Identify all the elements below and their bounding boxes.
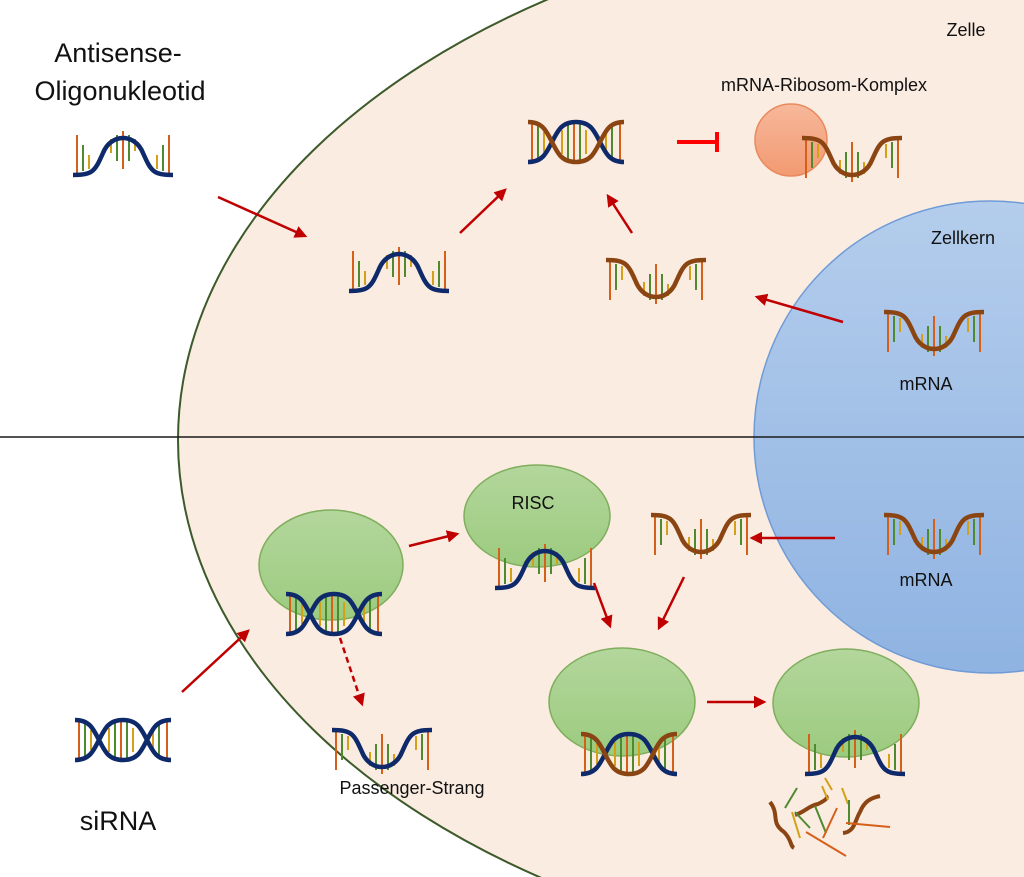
antisense-title-line2: Oligonukleotid — [34, 76, 205, 106]
ribosome — [754, 103, 828, 177]
inhibition-icon — [677, 132, 719, 152]
arrow-mrna-to-binding — [657, 576, 686, 631]
sirna-title: siRNA — [80, 806, 157, 836]
arrow-to-risc — [408, 530, 460, 548]
risc-complex — [463, 464, 611, 568]
complex-label: mRNA-Ribosom-Komplex — [721, 75, 927, 95]
arrow-mrna-to-hybrid — [606, 193, 634, 234]
arrow-oligo-entry — [217, 195, 308, 238]
arrow-sirna-entry — [181, 629, 250, 693]
arrow-mrna-export — [754, 293, 844, 324]
mrna-label-top: mRNA — [900, 374, 953, 394]
arrow-passenger-release — [338, 637, 365, 707]
nucleus-label: Zellkern — [931, 228, 995, 248]
antisense-title-line1: Antisense- — [54, 38, 182, 68]
mrna-label-bottom: mRNA — [900, 570, 953, 590]
arrow-risc-to-binding — [592, 582, 613, 629]
cell-label: Zelle — [946, 20, 985, 40]
risc-cleavage-complex — [772, 648, 920, 758]
passenger-strand-label: Passenger-Strang — [339, 778, 484, 798]
arrow-oligo-to-hybrid — [459, 188, 507, 234]
risc-label: RISC — [511, 493, 554, 513]
degraded-mrna-fragments-icon — [768, 777, 891, 857]
